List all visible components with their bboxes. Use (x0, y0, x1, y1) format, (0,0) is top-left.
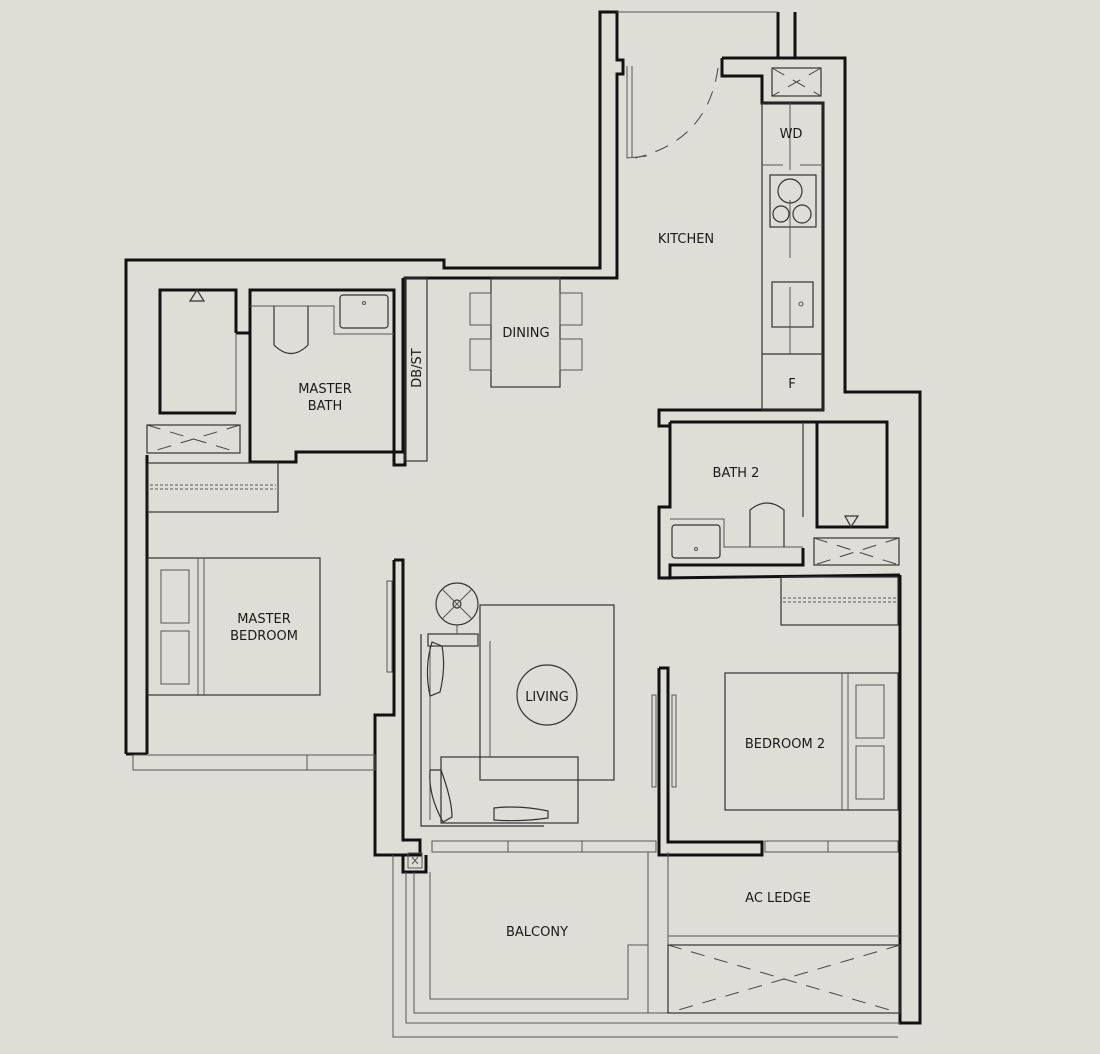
living-furniture (420, 582, 677, 827)
label-dining: DINING (502, 326, 549, 341)
label-living: LIVING (525, 690, 569, 705)
label-fridge: F (788, 377, 795, 392)
label-master-bedroom-line2: BEDROOM (230, 629, 298, 644)
label-wd: WD (780, 127, 803, 142)
label-bedroom2: BEDROOM 2 (745, 737, 825, 752)
label-balcony: BALCONY (506, 925, 568, 940)
label-master-bedroom-line1: MASTER (237, 612, 291, 627)
kitchen-counter (761, 67, 824, 411)
windows (431, 840, 899, 853)
balcony-outline (392, 852, 901, 1038)
label-kitchen: KITCHEN (658, 232, 714, 247)
entrance-door (626, 66, 719, 159)
label-ac-ledge: AC LEDGE (745, 891, 811, 906)
master-bath-fixtures (146, 288, 394, 454)
label-master-bath-line2: BATH (308, 399, 343, 414)
label-bath2: BATH 2 (713, 466, 760, 481)
walls (124, 10, 922, 1025)
label-master-bath-line1: MASTER (298, 382, 352, 397)
master-bedroom-furniture (132, 462, 393, 771)
room-labels: KITCHEN WD F DINING DB/ST MASTER BATH BA… (230, 127, 825, 940)
dining-table (469, 277, 583, 388)
bath2-fixtures (670, 422, 900, 626)
bedroom2-furniture (724, 672, 899, 811)
label-db-st: DB/ST (410, 348, 425, 388)
db-st-cabinet (404, 277, 428, 462)
